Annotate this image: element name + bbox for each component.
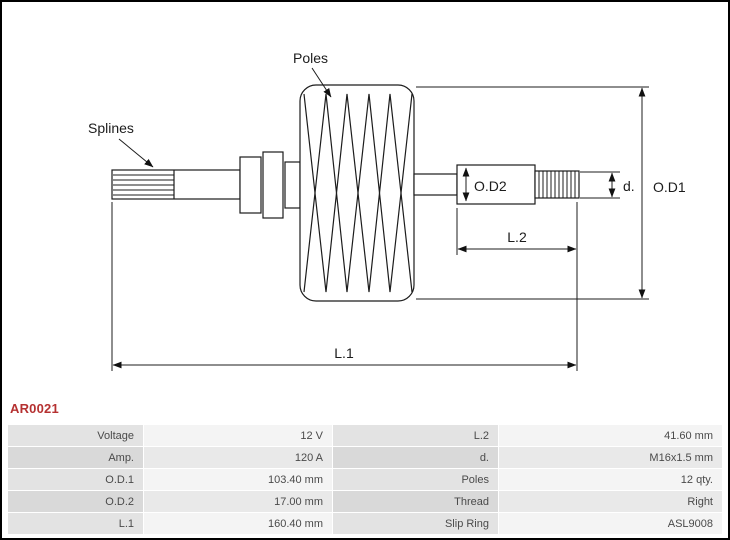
part-number: AR0021: [10, 401, 59, 416]
spec-label: L.1: [8, 513, 143, 534]
od2-dimension-label: O.D2: [474, 178, 507, 194]
spec-label: Voltage: [8, 425, 143, 446]
spec-value: 41.60 mm: [499, 425, 722, 446]
spline-hatch: [113, 174, 174, 196]
spec-table: Voltage 12 V L.2 41.60 mm Amp. 120 A d. …: [8, 425, 722, 534]
spec-label: Thread: [333, 491, 498, 512]
claw-poles-zigzag: [303, 93, 413, 293]
spec-value: 12 V: [144, 425, 332, 446]
dimension-od2: O.D2: [462, 167, 507, 202]
spec-label: Poles: [333, 469, 498, 490]
spec-value: 12 qty.: [499, 469, 722, 490]
thread-section: [534, 170, 580, 199]
dimension-od1: O.D1: [416, 86, 686, 300]
od1-dimension-label: O.D1: [653, 179, 686, 195]
d-dimension-label: d.: [623, 178, 635, 194]
pole-body: [299, 84, 415, 302]
spec-label: Slip Ring: [333, 513, 498, 534]
spec-value: 17.00 mm: [144, 491, 332, 512]
spec-label: L.2: [333, 425, 498, 446]
callout-poles: Poles: [293, 50, 332, 98]
splines-label: Splines: [88, 120, 134, 136]
spec-label: d.: [333, 447, 498, 468]
dimension-l1: L.1: [111, 202, 578, 371]
shaft-collars: [239, 151, 301, 219]
spec-value: 103.40 mm: [144, 469, 332, 490]
spec-value: Right: [499, 491, 722, 512]
spec-label: Amp.: [8, 447, 143, 468]
rotor-technical-drawing: O.D2 d. O.D1 L.2: [88, 50, 686, 371]
spec-value: 120 A: [144, 447, 332, 468]
spline-shaft: [111, 169, 241, 200]
spec-value: 160.40 mm: [144, 513, 332, 534]
thread-hatch: [538, 171, 576, 198]
output-shaft: [413, 164, 580, 205]
dimension-l2: L.2: [456, 202, 578, 255]
spec-value: M16x1.5 mm: [499, 447, 722, 468]
dimension-d: d.: [580, 171, 635, 199]
callout-splines: Splines: [88, 120, 154, 168]
l1-dimension-label: L.1: [334, 345, 354, 361]
spec-label: O.D.2: [8, 491, 143, 512]
poles-label: Poles: [293, 50, 328, 66]
spec-label: O.D.1: [8, 469, 143, 490]
spec-value: ASL9008: [499, 513, 722, 534]
l2-dimension-label: L.2: [507, 229, 527, 245]
